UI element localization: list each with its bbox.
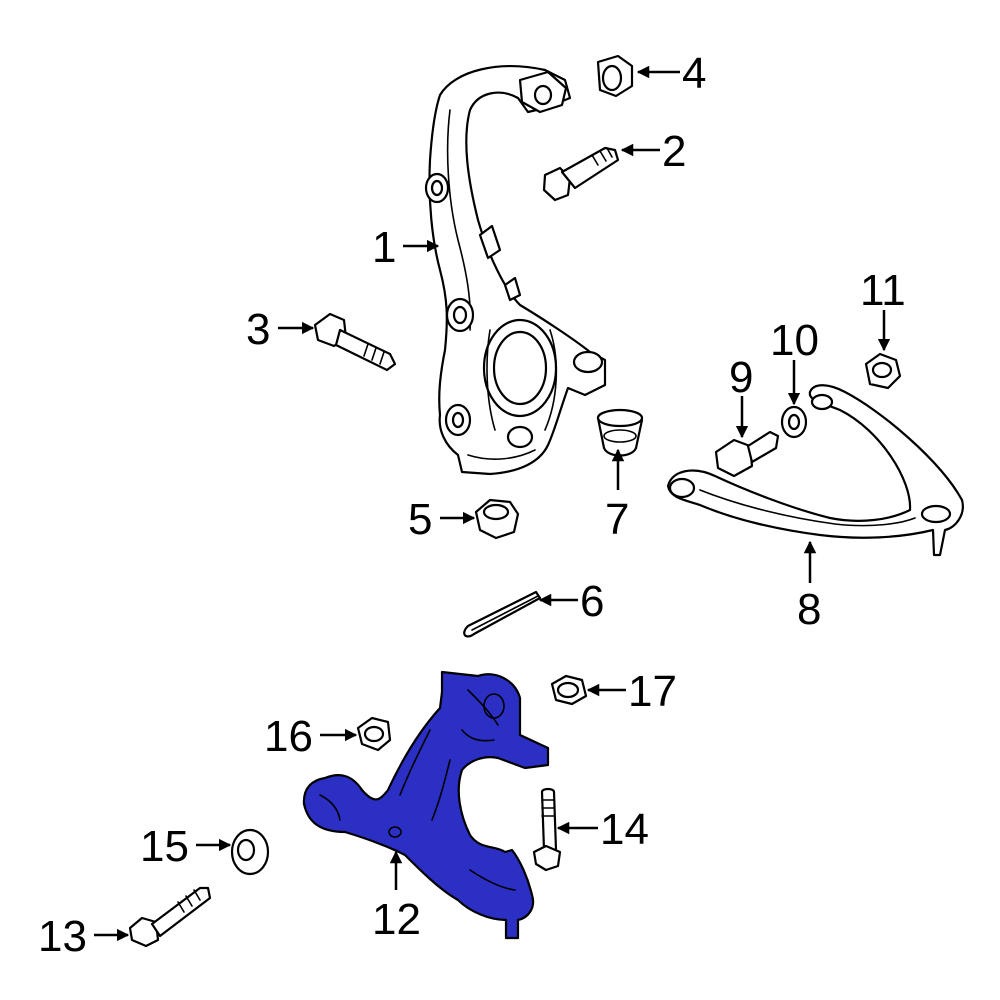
callout-1[interactable]: 1 (372, 223, 396, 272)
callout-6[interactable]: 6 (580, 577, 604, 626)
callout-5[interactable]: 5 (408, 495, 432, 544)
washer-15[interactable] (230, 828, 270, 876)
callout-2[interactable]: 2 (662, 127, 686, 176)
steering-knuckle[interactable] (424, 65, 607, 476)
callout-12[interactable]: 12 (372, 895, 421, 944)
nut-17[interactable] (550, 674, 588, 706)
washer-10[interactable] (780, 405, 808, 439)
nut-5[interactable] (474, 498, 520, 540)
cotter-pin-6[interactable] (463, 590, 542, 638)
callout-9[interactable]: 9 (729, 353, 753, 402)
callout-14[interactable]: 14 (600, 805, 649, 854)
lower-control-arm-body (302, 670, 550, 940)
callout-11[interactable]: 11 (860, 266, 906, 315)
bushing-7[interactable] (596, 408, 644, 457)
bolt-13[interactable] (128, 886, 212, 948)
callout-17[interactable]: 17 (628, 667, 677, 716)
callout-15[interactable]: 15 (140, 822, 189, 871)
callout-leaders (94, 65, 891, 942)
bolt-9[interactable] (714, 430, 780, 478)
callout-13[interactable]: 13 (38, 912, 87, 961)
callout-8[interactable]: 8 (797, 585, 821, 634)
nut-11[interactable] (864, 352, 902, 390)
callout-3[interactable]: 3 (246, 305, 270, 354)
nut-4[interactable] (596, 54, 634, 98)
callout-16[interactable]: 16 (264, 712, 313, 761)
callout-10[interactable]: 10 (770, 316, 819, 365)
callout-4[interactable]: 4 (682, 49, 706, 98)
callout-7[interactable]: 7 (605, 495, 629, 544)
nut-16[interactable] (356, 716, 392, 752)
callout-labels: 1 2 3 4 5 6 7 8 9 10 11 12 13 14 15 16 1… (38, 49, 906, 961)
lower-control-arm[interactable] (302, 670, 550, 940)
upper-control-arm[interactable] (666, 384, 964, 557)
bolt-2[interactable] (542, 146, 620, 202)
bolt-3[interactable] (313, 312, 397, 372)
bolt-14[interactable] (532, 787, 562, 872)
